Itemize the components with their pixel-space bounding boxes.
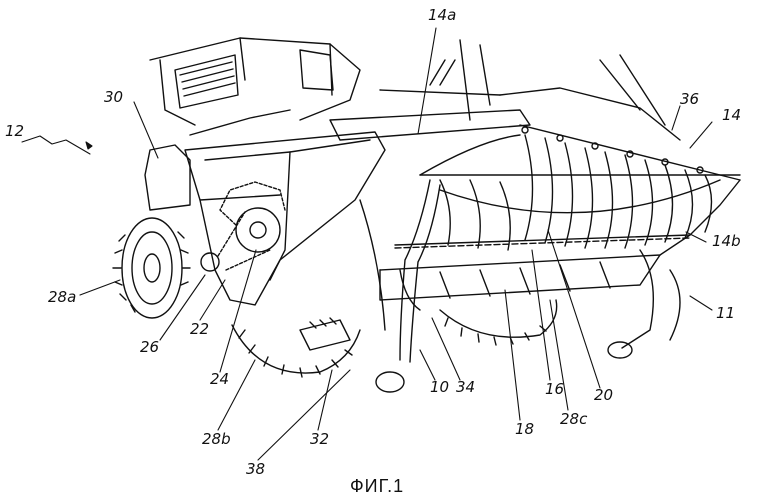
label-16: 16 [545, 380, 565, 398]
label-22: 22 [190, 320, 210, 338]
label-26: 26 [140, 338, 160, 356]
reel-arms [329, 39, 681, 141]
label-14: 14 [722, 106, 742, 124]
leader-12 [21, 135, 91, 155]
label-32: 32 [310, 430, 330, 448]
label-18: 18 [515, 420, 535, 438]
label-11: 11 [716, 304, 736, 322]
chain-drive [200, 181, 286, 272]
label-10: 10 [430, 378, 450, 396]
header-platform [379, 179, 741, 301]
skid-assembly [359, 179, 681, 393]
label-28b: 28b [202, 430, 231, 448]
leader-lines [21, 27, 713, 461]
label-20: 20 [594, 386, 614, 404]
label-34: 34 [456, 378, 476, 396]
label-14b: 14b [712, 232, 741, 250]
label-30: 30 [104, 88, 124, 106]
drive-wheels [231, 299, 558, 378]
label-24: 24 [210, 370, 230, 388]
feeder-housing [184, 131, 386, 306]
label-12: 12 [5, 122, 25, 140]
figure-caption: ФИГ.1 [350, 476, 405, 496]
label-28a: 28a [48, 288, 77, 306]
label-36: 36 [680, 90, 700, 108]
label-14a: 14a [428, 6, 457, 24]
cab-body [144, 37, 361, 211]
wheel-28a [112, 217, 191, 319]
reel [419, 124, 741, 251]
label-38: 38 [246, 460, 266, 478]
label-28c: 28c [560, 410, 588, 428]
